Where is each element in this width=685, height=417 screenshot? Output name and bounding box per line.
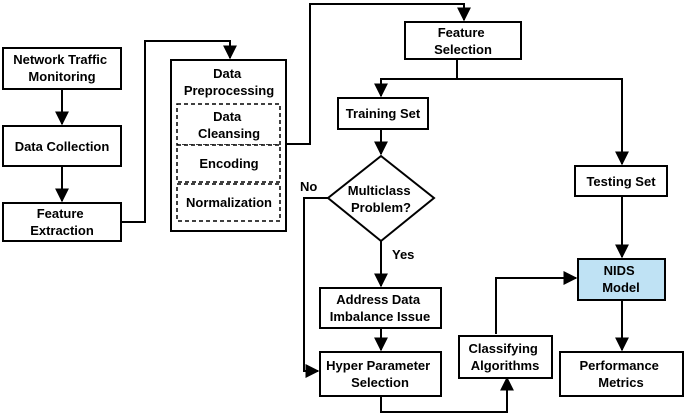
- address-data-imbalance-box: [319, 287, 442, 329]
- nids-model-label: NIDS Model: [602, 263, 640, 295]
- edge-hyper-parameter-to-classifying: [380, 376, 514, 413]
- training-set-box: [337, 97, 429, 130]
- address-data-imbalance-label: Address Data Imbalance Issue: [330, 292, 430, 324]
- encoding-box: [176, 144, 281, 183]
- edge-preprocessing-to-feature-selection: [286, 3, 471, 145]
- data-collection-label: Data Collection: [15, 139, 110, 154]
- performance-metrics-box: [559, 351, 684, 397]
- training-set-label: Training Set: [346, 106, 421, 121]
- data-collection-box: [2, 125, 122, 167]
- network-traffic-monitoring-box: [2, 47, 122, 90]
- feature-extraction-label: Feature Extraction: [30, 206, 94, 238]
- edge-feature-selection-to-testing: [457, 78, 629, 166]
- encoding-label: Encoding: [199, 156, 258, 171]
- classifying-algorithms-box: [458, 335, 553, 379]
- network-traffic-monitoring-label: Network Traffic Monitoring: [13, 52, 111, 84]
- testing-set-box: [574, 165, 668, 197]
- multiclass-problem-label: Multiclass Problem?: [348, 183, 414, 215]
- hyper-parameter-selection-box: [319, 351, 442, 397]
- normalization-box: [176, 183, 281, 222]
- data-cleansing-box: [176, 103, 281, 146]
- data-cleansing-label: Data Cleansing: [198, 109, 260, 141]
- edge-multiclass-no-to-hyper-parameter: [303, 197, 328, 378]
- edge-extraction-to-preprocessing: [121, 40, 237, 223]
- feature-selection-box: [404, 21, 522, 60]
- edge-label-yes: Yes: [392, 247, 414, 262]
- feature-extraction-box: [2, 202, 122, 242]
- testing-set-label: Testing Set: [586, 174, 656, 189]
- edge-label-no: No: [300, 179, 317, 194]
- feature-selection-label: Feature Selection: [434, 25, 492, 57]
- edge-classifying-to-nids: [495, 271, 578, 334]
- nids-model-box: [577, 258, 666, 301]
- classifying-algorithms-label: Classifying Algorithms: [469, 341, 542, 373]
- performance-metrics-label: Performance Metrics: [579, 358, 662, 390]
- multiclass-problem-decision: [326, 154, 436, 243]
- normalization-label: Normalization: [186, 195, 272, 210]
- hyper-parameter-selection-label: Hyper Parameter Selection: [326, 358, 434, 390]
- edge-feature-selection-to-training: [374, 78, 457, 98]
- data-preprocessing-label: Data Preprocessing: [184, 66, 274, 98]
- edges: [55, 3, 629, 413]
